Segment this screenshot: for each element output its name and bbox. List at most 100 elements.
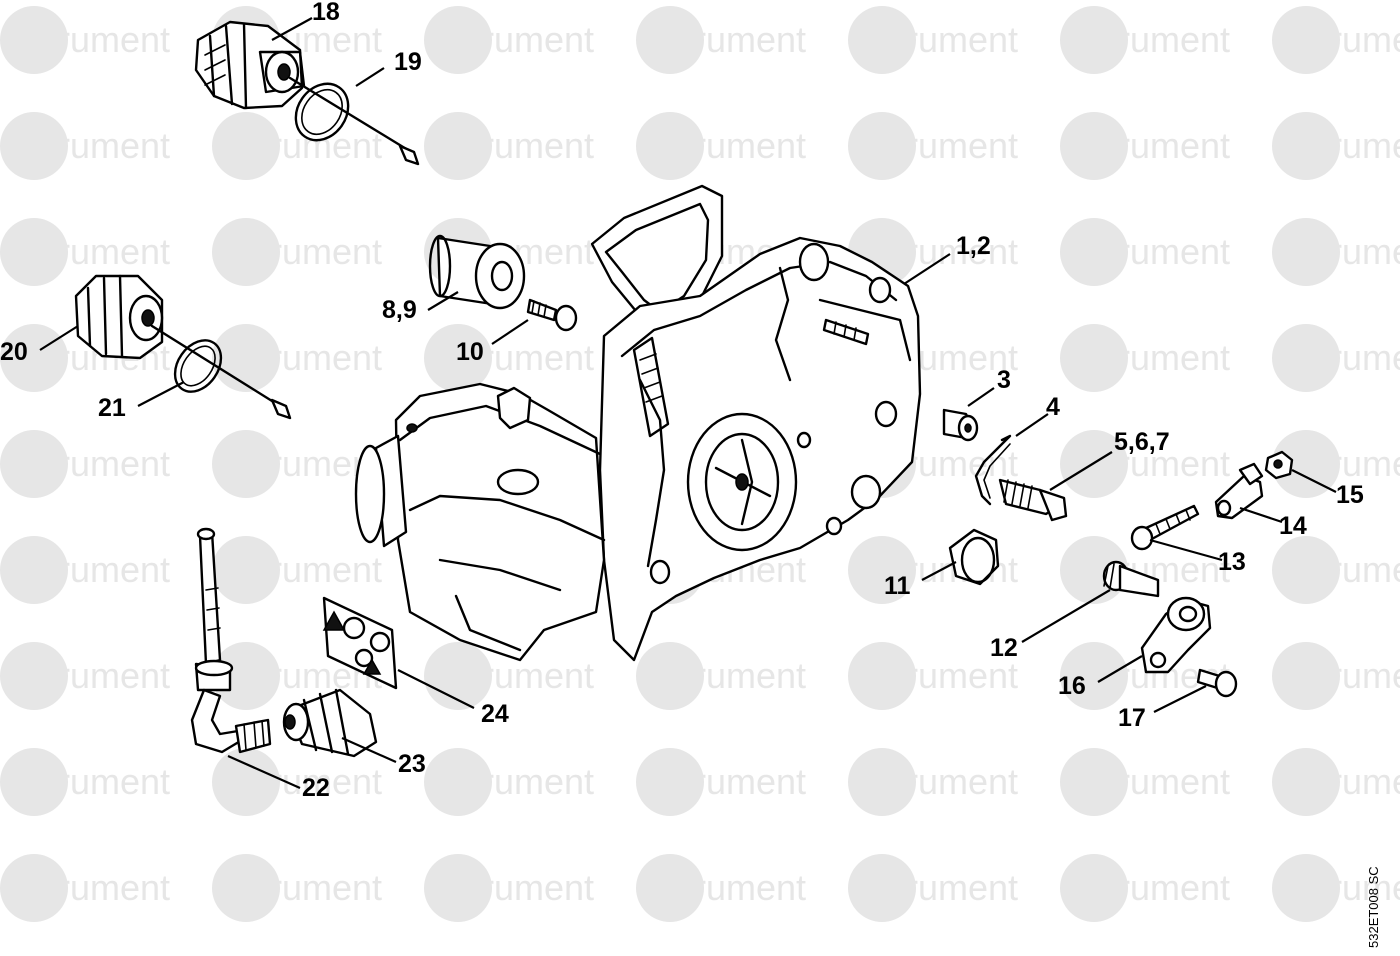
watermark-logo: Strument	[872, 231, 1018, 272]
watermark-logo-circle	[1272, 854, 1340, 922]
annular-buffer-drawing	[428, 234, 526, 310]
watermark-logo-circle	[212, 112, 280, 180]
oil-pump-top-drawing	[194, 20, 420, 166]
watermark-logo: Strument	[236, 549, 382, 590]
part-label-17: 17	[1118, 704, 1146, 732]
part-label-20: 20	[0, 338, 28, 366]
part-label-12: 12	[990, 634, 1018, 662]
watermark-logo: Strument	[24, 19, 170, 60]
watermark-logo: Strument	[236, 867, 382, 908]
watermark-logo-circle	[1060, 854, 1128, 922]
watermark-logo-circle	[848, 112, 916, 180]
watermark-logo-circle	[0, 218, 68, 286]
watermark-logo-circle	[212, 536, 280, 604]
watermark-logo: Strument	[448, 337, 594, 378]
plug-drawing	[948, 528, 1000, 586]
watermark-logo-circle	[636, 748, 704, 816]
watermark-logo-circle	[212, 642, 280, 710]
part-label-1-2: 1,2	[956, 232, 991, 260]
part-label-10: 10	[456, 338, 484, 366]
watermark-logo-circle	[848, 642, 916, 710]
watermark-logo: Strument	[1084, 443, 1230, 484]
watermark-logo: Strument	[448, 655, 594, 696]
watermark-logo: Strument	[1296, 125, 1400, 166]
watermark-logo-circle	[0, 642, 68, 710]
watermark-logo-circle	[0, 112, 68, 180]
chain-catcher-drawing	[1140, 596, 1212, 674]
watermark-logo-circle	[212, 854, 280, 922]
watermark-logo: Strument	[236, 761, 382, 802]
part-label-13: 13	[1218, 548, 1246, 576]
watermark-logo-circle	[636, 112, 704, 180]
watermark-logo: Strument	[24, 125, 170, 166]
crankcase-drawing	[354, 184, 922, 662]
watermark-logo: Strument	[1084, 761, 1230, 802]
part-label-8-9: 8,9	[382, 296, 417, 324]
watermark-logo-circle	[636, 854, 704, 922]
watermark-logo: Strument	[448, 19, 594, 60]
watermark-logo: Strument	[1296, 443, 1400, 484]
watermark-logo: Strument	[1084, 125, 1230, 166]
part-label-19: 19	[394, 48, 422, 76]
watermark-logo-circle	[212, 218, 280, 286]
watermark-logo-circle	[0, 324, 68, 392]
screw-17-drawing	[1196, 668, 1238, 698]
watermark-logo: Strument	[660, 761, 806, 802]
watermark-logo: Strument	[1084, 337, 1230, 378]
watermark-logo-circle	[1272, 642, 1340, 710]
watermark-logo-circle	[848, 6, 916, 74]
part-label-22: 22	[302, 774, 330, 802]
watermark-logo: Strument	[872, 19, 1018, 60]
part-label-4: 4	[1046, 393, 1060, 421]
pickup-hose-drawing	[190, 527, 272, 754]
watermark-logo: Strument	[1296, 19, 1400, 60]
leader-lines	[39, 17, 1337, 790]
watermark-logo-circle	[424, 112, 492, 180]
figure-code: 532ET008 SC	[1366, 866, 1381, 948]
watermark-logo-circle	[1272, 748, 1340, 816]
watermark-logo: Strument	[24, 549, 170, 590]
watermark-logo: Strument	[1296, 867, 1400, 908]
watermark-logo: Strument	[1084, 231, 1230, 272]
watermark-logo: Strument	[236, 125, 382, 166]
watermark-logo: Strument	[24, 443, 170, 484]
watermark-logo-circle	[636, 6, 704, 74]
watermark-logo-circle	[1272, 218, 1340, 286]
watermark-logo: Strument	[660, 655, 806, 696]
part-label-14: 14	[1279, 512, 1307, 540]
watermark-logo: Strument	[236, 231, 382, 272]
part-label-5-6-7: 5,6,7	[1114, 428, 1170, 456]
nut-15-drawing	[1264, 450, 1294, 480]
watermark-logo: Strument	[1296, 655, 1400, 696]
watermark-logo: Strument	[448, 867, 594, 908]
watermark-logo: Strument	[24, 761, 170, 802]
part-label-3: 3	[997, 366, 1011, 394]
part-label-24: 24	[481, 700, 509, 728]
watermark-logo-circle	[0, 536, 68, 604]
watermark-logo-circle	[424, 642, 492, 710]
watermark-logo-circle	[424, 748, 492, 816]
watermark-logo-circle	[1060, 112, 1128, 180]
part-label-16: 16	[1058, 672, 1086, 700]
watermark-logo: Strument	[24, 655, 170, 696]
watermark-logo: Strument	[448, 761, 594, 802]
watermark-logo-circle	[0, 854, 68, 922]
watermark-logo-circle	[848, 854, 916, 922]
watermark-logo-circle	[1272, 430, 1340, 498]
watermark-logo-circle	[424, 6, 492, 74]
o-ring-left-drawing	[173, 339, 223, 393]
watermark-logo-circle	[636, 642, 704, 710]
watermark-logo-circle	[424, 854, 492, 922]
watermark-logo-circle	[0, 430, 68, 498]
watermark-logo: Strument	[660, 125, 806, 166]
watermark-logo: Strument	[872, 761, 1018, 802]
watermark-logo-circle	[1272, 536, 1340, 604]
watermark-logo: Strument	[24, 231, 170, 272]
watermark-logo-circle	[1272, 112, 1340, 180]
oil-pump-left-drawing	[74, 274, 292, 420]
spring-drawing	[974, 434, 1012, 506]
part-label-15: 15	[1336, 481, 1364, 509]
watermark-logo-circle	[0, 6, 68, 74]
adjusting-screw-drawing	[1102, 560, 1160, 598]
